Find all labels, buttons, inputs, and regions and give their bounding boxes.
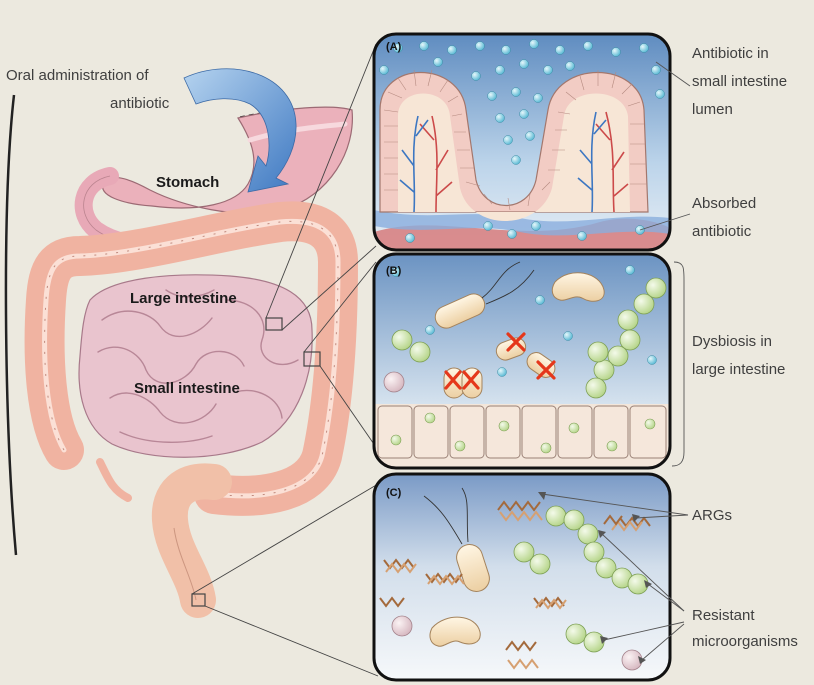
stomach-shape [103, 107, 353, 213]
callout-args: ARGs [692, 504, 732, 527]
label-small-intestine: Small intestine [134, 380, 240, 397]
panel-c: (C) [374, 474, 670, 680]
callout-dysbiosis-1: Dysbiosis in [692, 330, 772, 353]
callout-dysbiosis-2: large intestine [692, 358, 785, 381]
panel-c-tag: (C) [386, 487, 402, 499]
callout-absorbed-2: antibiotic [692, 220, 751, 243]
callout-resistant-2: microorganisms [692, 630, 798, 653]
epithelium-cells [374, 404, 670, 468]
callout-resistant-1: Resistant [692, 604, 755, 627]
digestive-tract [6, 44, 378, 676]
callout-absorbed-1: Absorbed [692, 192, 756, 215]
label-large-intestine: Large intestine [130, 290, 237, 307]
callout-antibiotic-lumen-2: small intestine [692, 70, 787, 93]
panel-a-tag: (A) [386, 41, 402, 53]
label-stomach: Stomach [156, 174, 219, 191]
panel-b: (B) [374, 254, 670, 468]
panel-a: (A) [374, 34, 670, 250]
single-coccus [384, 372, 404, 392]
callout-antibiotic-lumen-1: Antibiotic in [692, 42, 769, 65]
oral-admin-label-line2: antibiotic [110, 92, 169, 115]
oral-admin-label-line1: Oral administration of [6, 64, 149, 87]
body-outline [6, 95, 16, 555]
panel-b-tag: (B) [386, 265, 402, 277]
appendix [100, 462, 128, 498]
callout-antibiotic-lumen-3: lumen [692, 98, 733, 121]
